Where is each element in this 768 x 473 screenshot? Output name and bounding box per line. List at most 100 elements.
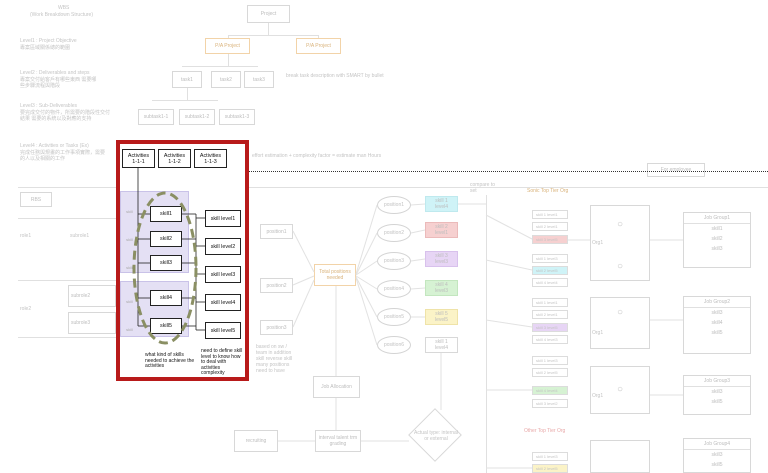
org-skill: skill 2 level1 — [532, 222, 568, 231]
for-employee-box: For employee — [647, 163, 705, 177]
job-group-skill: skill3 — [711, 452, 723, 458]
skill2-box: skill2 — [150, 231, 182, 247]
org-title-top: Sonic Top Tier Org — [527, 188, 569, 194]
skill5-box: skill5 — [150, 318, 182, 334]
job-group-skill: skill3 — [711, 310, 723, 316]
level1-body: 專案區域關係總的範圍 — [20, 45, 71, 51]
project-box: Project — [247, 5, 290, 23]
skills-annotation: what kind of skills needed to achieve th… — [145, 352, 195, 370]
org-skill: skill 1 level1 — [532, 210, 568, 219]
skill-chip-2: skill 2 level1 — [425, 222, 458, 238]
skill-level5-box: skill level5 — [205, 322, 241, 339]
total-positions-box: Total positions needed — [314, 264, 356, 286]
skill3-box: skill3 — [150, 255, 182, 271]
flow-position-3: position3 — [377, 252, 411, 270]
subrole2-box: subrole2 — [68, 285, 116, 307]
role1-label: role1 — [20, 233, 32, 239]
org-skill: skill 2 level5 — [532, 266, 568, 275]
flow-position-4: position4 — [377, 280, 411, 298]
skill-level1-box: skill level1 — [205, 210, 241, 227]
org-skill: skill 1 level3 — [532, 356, 568, 365]
job-group-skill: skill5 — [711, 399, 723, 405]
skill1-box: skill1 — [150, 206, 182, 222]
skill-level3-box: skill level3 — [205, 266, 241, 283]
skill-level2-box: skill level2 — [205, 238, 241, 255]
skill-level4-box: skill level4 — [205, 294, 241, 311]
org-skill: skill 3 level5 — [532, 323, 568, 332]
job-group-name: Job Group4 — [684, 439, 750, 450]
task-note: break task description with SMART by bul… — [286, 73, 384, 79]
job-group-skill: skill5 — [711, 330, 723, 336]
org-skill: skill 3 level2 — [532, 399, 568, 408]
skill-chip-3: skill 3 level3 — [425, 251, 458, 267]
position1-box: position1 — [260, 224, 293, 239]
skill-cell: skill — [126, 265, 133, 270]
level2-box-1: P/A Project — [205, 38, 250, 54]
subtask1-box: subtask1-1 — [138, 109, 174, 125]
person-icon: ○ — [617, 261, 624, 272]
wbs-title: WBS — [58, 5, 70, 11]
activity-box-1-1-3: Activities 1-1-3 — [194, 149, 227, 168]
skill-chip-5: skill 5 level5 — [425, 309, 458, 325]
org-label: Org1 — [592, 393, 604, 399]
org-label: Org1 — [592, 330, 604, 336]
org-panel — [590, 440, 650, 473]
flow-position-5: position5 — [377, 308, 411, 326]
level2-box-2: P/A Project — [296, 38, 341, 54]
decision-label: Actual type: internal or external — [414, 430, 458, 442]
job-allocation-box: Job Allocation — [313, 376, 360, 398]
level4-head: Level4 : Activities or Tasks (Ex) — [20, 143, 89, 149]
org-panel — [590, 366, 650, 414]
org-skill: skill 4 level4 — [532, 386, 568, 395]
job-group-skill: skill1 — [711, 226, 723, 232]
org-skill: skill 1 level1 — [532, 298, 568, 307]
job-group-skill: skill5 — [711, 462, 723, 468]
rbs-box: RBS — [20, 192, 52, 207]
skill-chip-bottom: skill 1 level4 — [425, 337, 458, 353]
job-group-skill: skill4 — [711, 320, 723, 326]
skill-cell: skill — [126, 209, 133, 214]
subrole3-box: subrole3 — [68, 312, 116, 334]
job-group-4: Job Group4 skill3 skill5 — [683, 438, 751, 473]
role2-label: role2 — [20, 306, 32, 312]
activity-box-1-1-2: Activities 1-1-2 — [158, 149, 191, 168]
org-skill: skill 1 level3 — [532, 452, 568, 461]
level3-body: 要完成交付的物件，所需要的階段性交付結果 需要的系統以及對應的支持 — [20, 110, 111, 122]
task1-box: task1 — [172, 71, 202, 88]
task2-box: task2 — [211, 71, 241, 88]
org-skill: skill 2 level5 — [532, 464, 568, 473]
interval-talent-box: interval talent trm grading — [315, 430, 361, 452]
org-skill: skill 3 level5 — [532, 235, 568, 244]
org-skill: skill 2 level5 — [532, 368, 568, 377]
wbs-subtitle: (Work Breakdown Structure) — [30, 12, 93, 18]
org-title-bottom: Other Top Tier Org — [524, 428, 566, 434]
level2-head: Level2 : Deliverables and steps — [20, 70, 90, 76]
position2-box: position2 — [260, 278, 293, 293]
skill4-box: skill4 — [150, 290, 182, 306]
position3-box: position3 — [260, 320, 293, 335]
subtask2-box: subtask1-2 — [179, 109, 215, 125]
job-group-3: Job Group3 skill3 skill5 — [683, 375, 751, 415]
task3-box: task3 — [244, 71, 274, 88]
skill-cell: skill — [126, 327, 133, 332]
org-label: Org1 — [592, 240, 604, 246]
org-panel — [590, 297, 650, 349]
org-panel — [590, 205, 650, 281]
recruiting-box: recruiting — [234, 430, 278, 452]
subrole1-label: subrole1 — [70, 233, 90, 239]
compare-note: compare to set — [470, 182, 496, 194]
person-icon: ○ — [617, 307, 624, 318]
job-group-skill: skill3 — [711, 246, 723, 252]
job-group-name: Job Group2 — [684, 297, 750, 308]
job-group-name: Job Group1 — [684, 213, 750, 224]
level1-head: Level1 : Project Objective — [20, 38, 77, 44]
org-skill: skill 2 level1 — [532, 310, 568, 319]
highlighted-region: Activities 1-1-1 Activities 1-1-2 Activi… — [116, 140, 249, 381]
org-skill: skill 4 level3 — [532, 335, 568, 344]
flow-position-6: position6 — [377, 336, 411, 354]
level3-head: Level3 : Sub-Deliverables — [20, 103, 77, 109]
job-group-2: Job Group2 skill3 skill4 skill5 — [683, 296, 751, 354]
skill-chip-4: skill 4 level3 — [425, 280, 458, 296]
levels-annotation: need to define skill level to know how t… — [201, 348, 243, 377]
org-skill: skill 1 level3 — [532, 254, 568, 263]
